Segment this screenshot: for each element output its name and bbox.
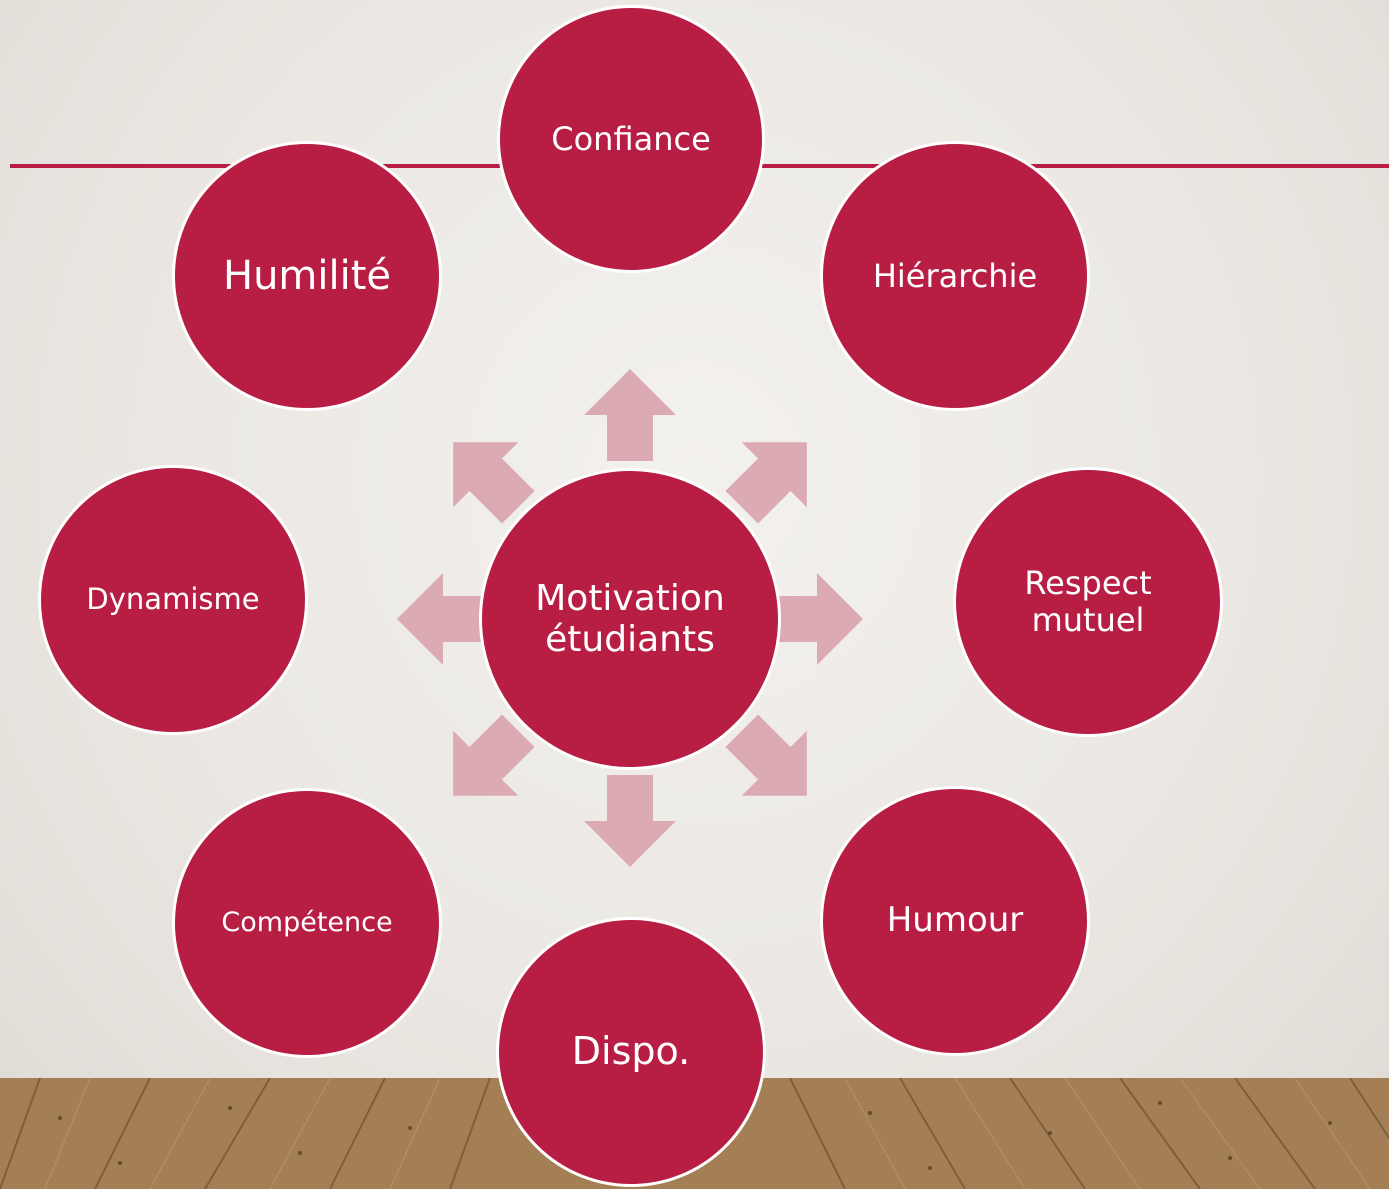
node-hierarchie: Hiérarchie <box>820 141 1090 411</box>
node-competence: Compétence <box>172 788 442 1058</box>
arrow-to-confiance <box>584 369 676 461</box>
arrow-to-hierarchie <box>725 442 807 524</box>
arrow-to-competence <box>453 714 535 796</box>
arrow-to-humour <box>725 714 807 796</box>
node-label: Dispo. <box>571 1029 691 1074</box>
arrow-to-humilite <box>453 442 535 524</box>
node-label: Humilité <box>222 253 392 299</box>
node-dispo: Dispo. <box>496 917 766 1187</box>
arrow-to-dynamisme <box>397 573 489 665</box>
node-respect-mutuel: Respect mutuel <box>953 467 1223 737</box>
node-label: Humour <box>886 900 1024 941</box>
node-humilite: Humilité <box>172 141 442 411</box>
node-humour: Humour <box>820 786 1090 1056</box>
node-label: Hiérarchie <box>872 256 1038 295</box>
arrow-to-respect-mutuel <box>771 573 863 665</box>
node-label: Dynamisme <box>86 582 260 617</box>
node-label: Respect mutuel <box>1024 564 1152 639</box>
center-node-label: Motivation étudiants <box>535 577 725 660</box>
arrow-to-dispo <box>584 775 676 867</box>
node-confiance: Confiance <box>497 5 765 273</box>
node-label: Confiance <box>551 119 711 158</box>
node-dynamisme: Dynamisme <box>38 465 308 735</box>
node-label: Compétence <box>221 907 393 939</box>
center-node-motivation: Motivation étudiants <box>479 468 781 770</box>
